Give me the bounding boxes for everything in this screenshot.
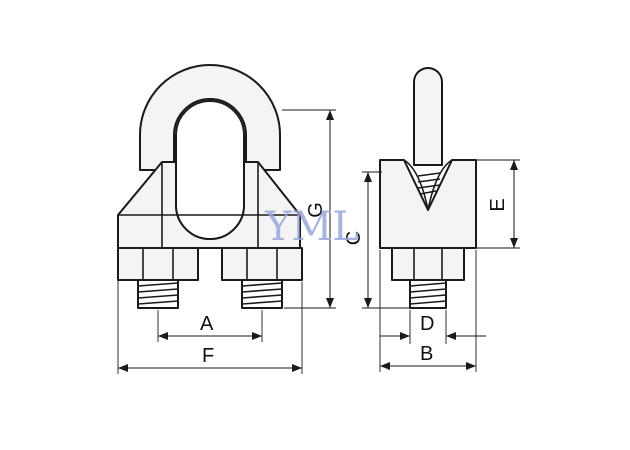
dim-B: B: [379, 250, 477, 372]
dim-G: G: [282, 109, 336, 309]
thread-left-front: [137, 279, 179, 309]
dim-D: D: [380, 310, 486, 344]
label-B: B: [420, 343, 433, 365]
nut-left-front: [117, 247, 199, 281]
label-D: D: [420, 313, 434, 335]
thread-side: [409, 279, 447, 309]
label-A: A: [200, 313, 214, 335]
dim-C: C: [343, 171, 410, 309]
dim-A: A: [157, 310, 263, 342]
label-E: E: [487, 198, 509, 211]
label-F: F: [202, 345, 214, 367]
label-C: C: [343, 231, 365, 245]
label-G: G: [305, 202, 327, 218]
nut-side: [391, 247, 465, 281]
saddle-groove-side: [403, 159, 453, 211]
nut-right-front: [221, 247, 303, 281]
watermark-logo: YML: [264, 204, 359, 250]
u-bolt-front: [139, 64, 281, 171]
side-view: [379, 67, 477, 309]
dim-F: F: [117, 250, 303, 374]
thread-right-front: [241, 279, 283, 309]
saddle-slot-front: [175, 100, 245, 240]
u-bolt-side: [413, 67, 443, 166]
saddle-body-side: [379, 159, 477, 249]
saddle-thread-side: [417, 172, 441, 195]
front-view: [117, 64, 303, 309]
dim-E: E: [476, 159, 520, 249]
